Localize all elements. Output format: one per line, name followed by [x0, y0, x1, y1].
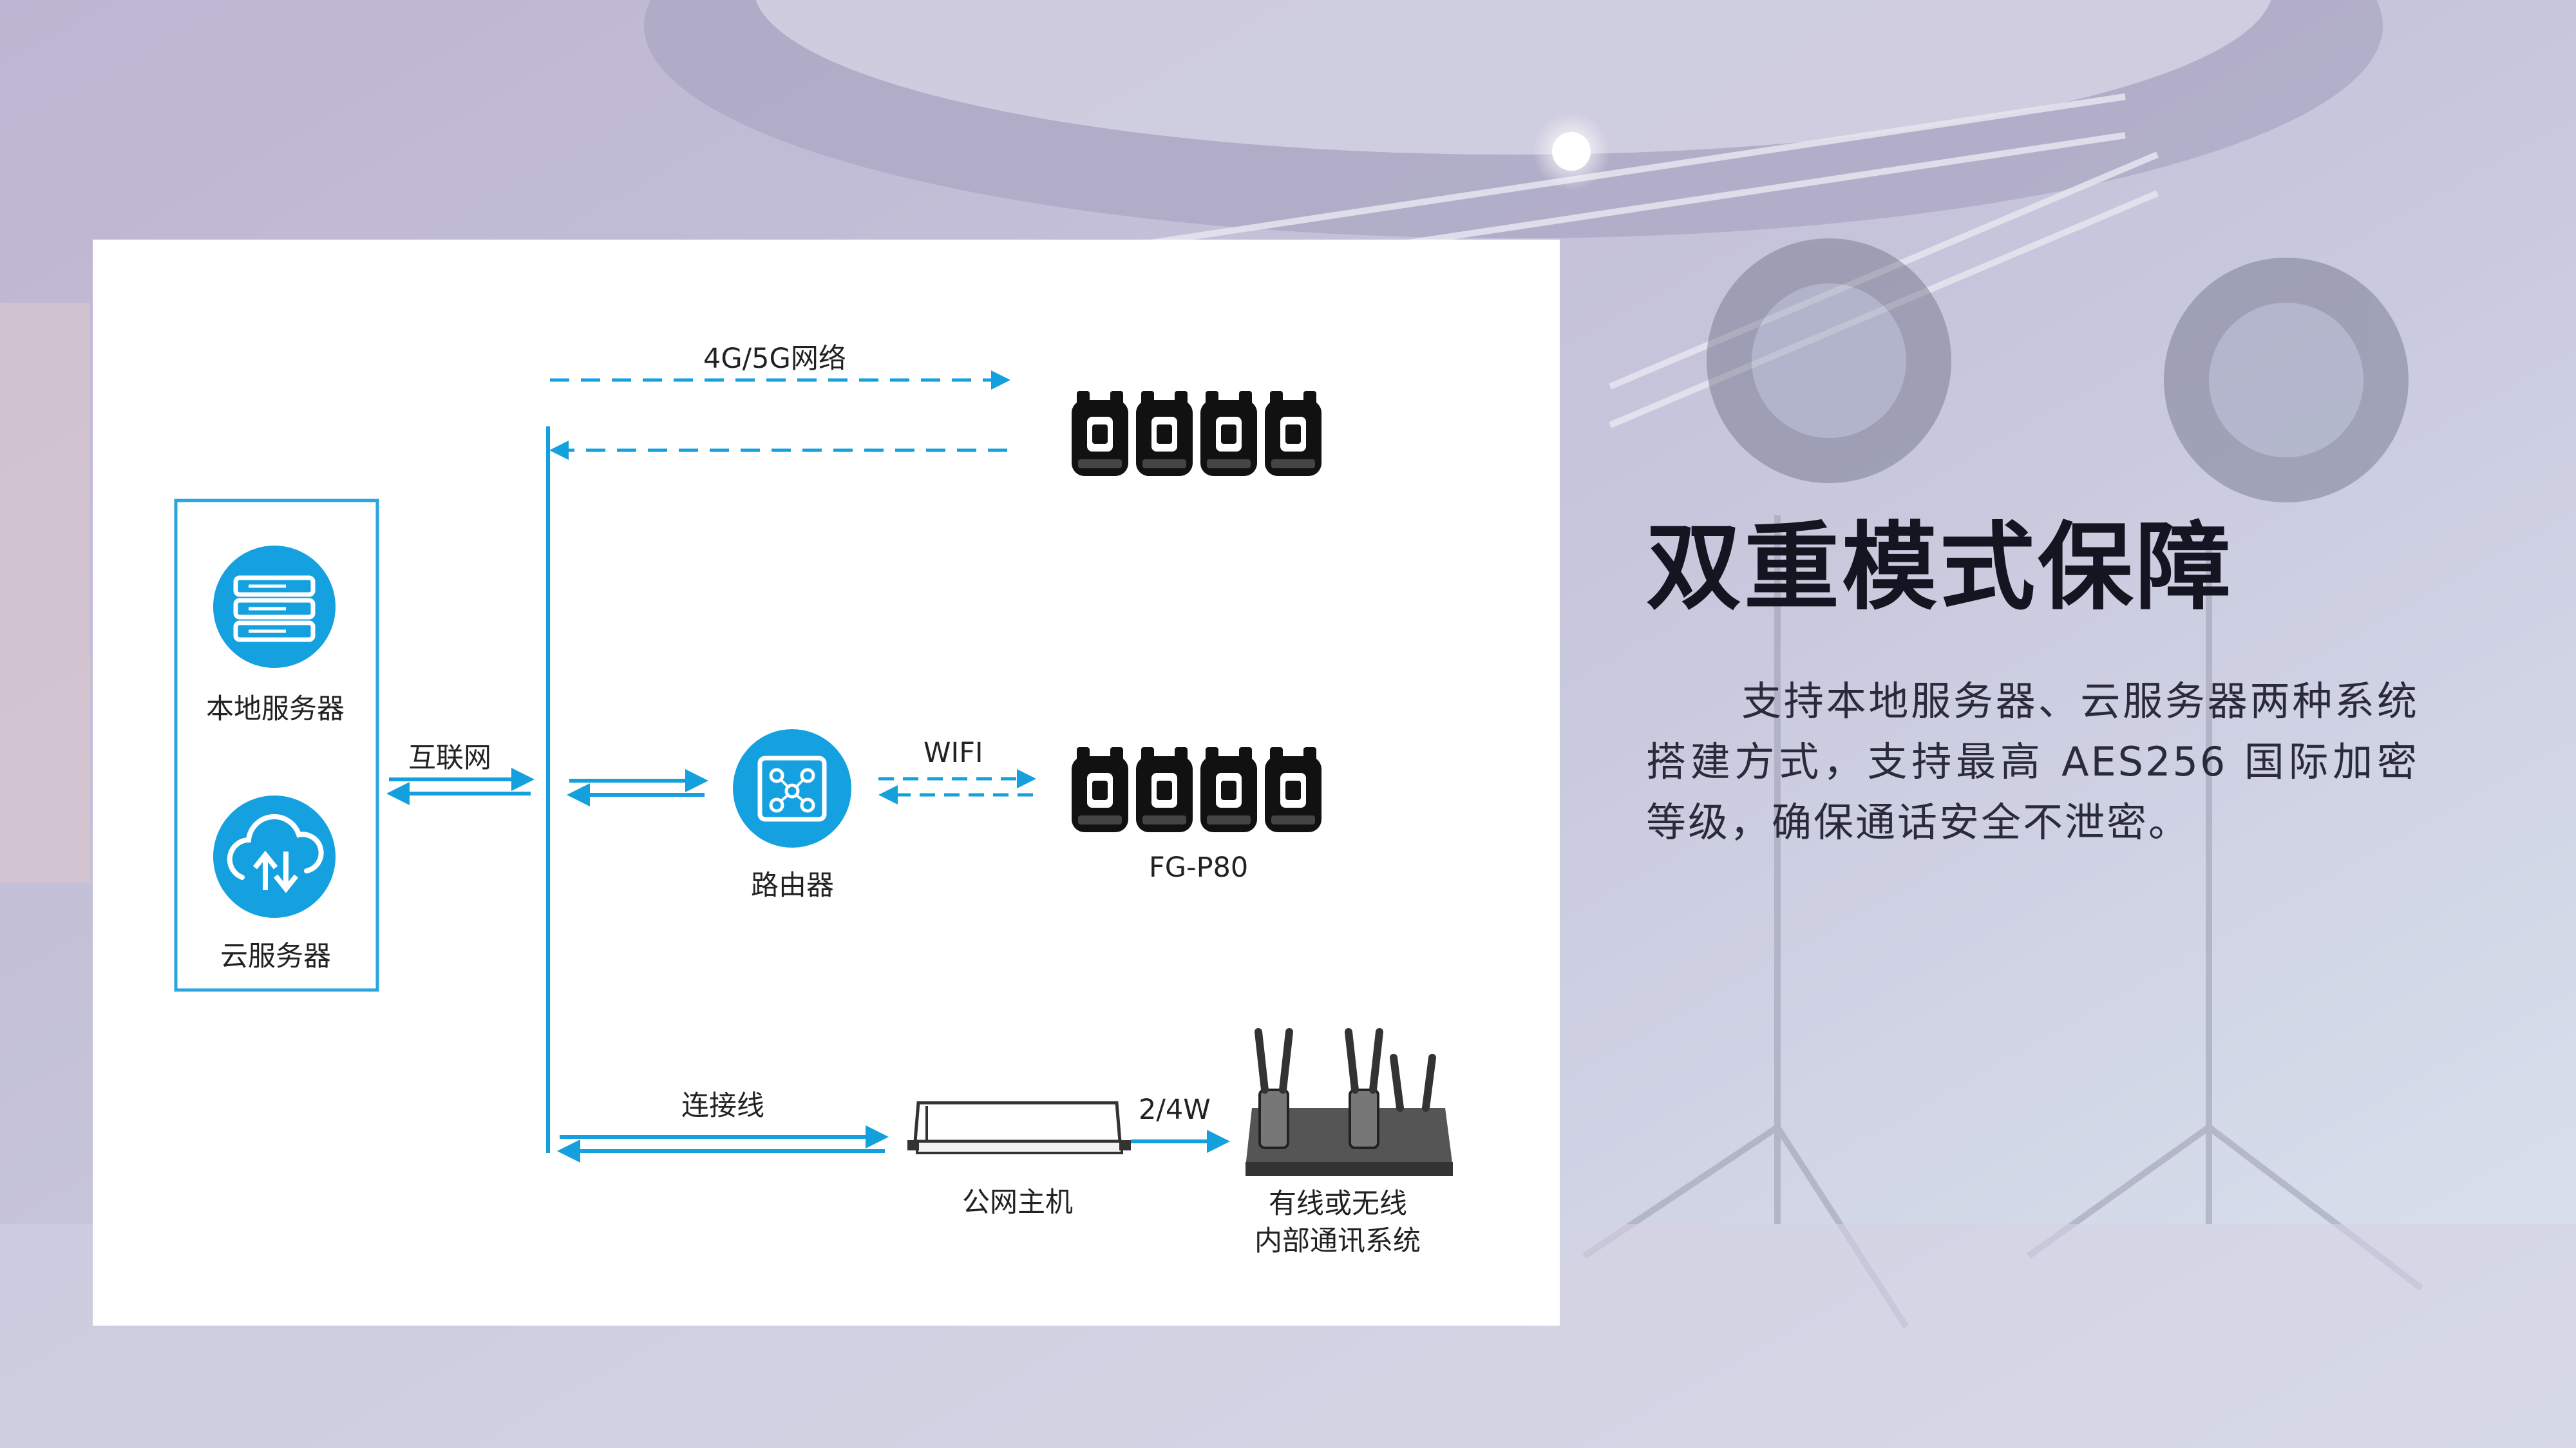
network-diagram-card: 本地服务器 云服务器 互联网 4G/5G网络 WIFI 路由器 FG-P80 连… — [93, 240, 1560, 1326]
label-local-server: 本地服务器 — [206, 693, 345, 725]
page-title: 双重模式保障 — [1646, 512, 2233, 623]
host-unit-icon — [907, 1101, 1131, 1154]
label-device-model: FG-P80 — [1149, 852, 1249, 884]
label-wifi: WIFI — [923, 737, 983, 769]
label-4g5g-network: 4G/5G网络 — [703, 343, 846, 375]
beltpack-icon — [1072, 391, 1128, 476]
server-icon — [213, 546, 336, 668]
beltpack-group-middle — [1072, 747, 1321, 832]
server-panel — [174, 499, 379, 992]
beltpack-icon — [1265, 391, 1321, 476]
beltpack-icon — [1136, 391, 1193, 476]
label-router: 路由器 — [751, 870, 834, 902]
network-diagram — [174, 370, 1453, 1176]
label-intercom-line2: 内部通讯系统 — [1255, 1225, 1421, 1257]
feature-description: 支持本地服务器、云服务器两种系统搭建方式，支持最高 AES256 国际加密等级，… — [1646, 678, 2419, 846]
label-cable: 连接线 — [681, 1090, 764, 1122]
beltpack-group-top — [1072, 391, 1321, 476]
beltpack-icon — [1200, 391, 1257, 476]
intercom-base-icon — [1245, 1028, 1453, 1176]
beltpack-icon — [1072, 747, 1128, 832]
beltpack-icon — [1136, 747, 1193, 832]
label-2-4w: 2/4W — [1139, 1094, 1211, 1126]
router-icon — [733, 729, 851, 848]
beltpack-icon — [1200, 747, 1257, 832]
label-internet: 互联网 — [408, 742, 491, 774]
label-intercom-line1: 有线或无线 — [1269, 1188, 1407, 1220]
cloud-upload-download-icon — [213, 795, 336, 918]
label-cloud-server: 云服务器 — [220, 940, 331, 973]
beltpack-icon — [1265, 747, 1321, 832]
label-public-host: 公网主机 — [962, 1186, 1073, 1219]
